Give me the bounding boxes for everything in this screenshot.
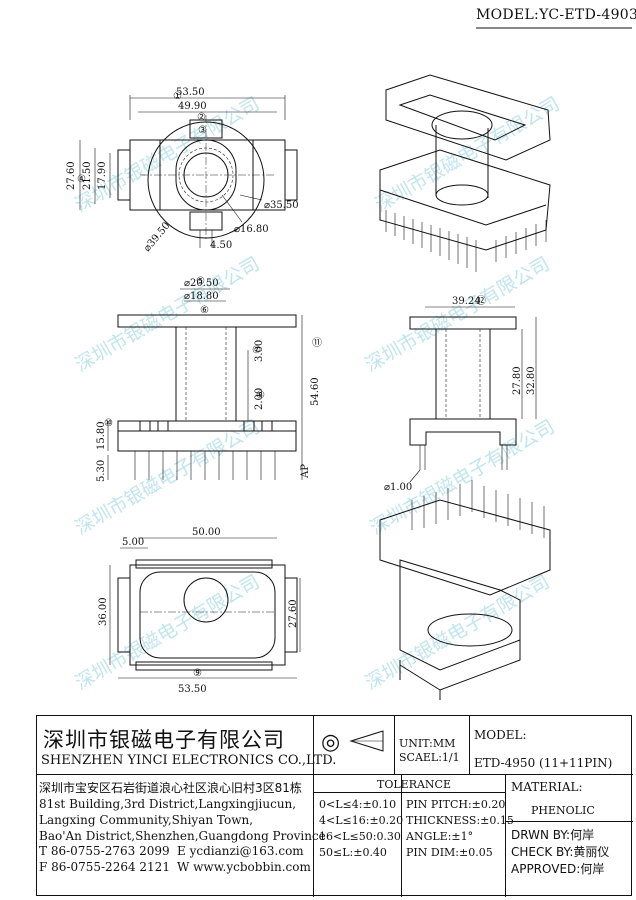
dim-side-width: 39.24 <box>452 296 481 307</box>
tolerance-right-4: PIN DIM:±0.05 <box>406 846 493 859</box>
dim-bottom-height: 36.00 <box>98 597 109 626</box>
dim-bottom-inner-height: 27.60 <box>288 599 299 628</box>
tolerance-left-1: 0<L≤4:±0.10 <box>319 798 397 811</box>
approved-by: APPROVED:何岸 <box>511 862 605 876</box>
watermark-text: 深圳市银磁电子有限公司 <box>362 571 554 695</box>
dim-pin-dia: ⌀1.00 <box>384 482 412 493</box>
model-number-label: MODEL:YC-ETD-4903 <box>476 7 636 23</box>
svg-text:⑤: ⑤ <box>196 276 205 287</box>
svg-text:④: ④ <box>77 174 86 185</box>
dim-wall-thickness: 3.00 <box>254 340 265 362</box>
watermark-text: 深圳市银磁电子有限公司 <box>72 93 264 217</box>
dim-bore-dia: ⌀16.80 <box>234 224 269 235</box>
address-en-line1: 81st Building,3rd District,Langxingjiucu… <box>39 797 297 811</box>
dim-ap-label: AP <box>300 464 311 479</box>
watermark-text: 深圳市银磁电子有限公司 <box>72 571 264 695</box>
svg-text:⑦: ⑦ <box>252 345 261 356</box>
dim-pin-length: 5.30 <box>96 460 107 482</box>
dim-top-height-mid: 21.50 <box>82 161 93 190</box>
company-name-en: SHENZHEN YINCI ELECTRONICS CO.,LTD. <box>41 753 337 768</box>
scale-label: SCAEL:1/1 <box>399 751 460 764</box>
watermark-text: 深圳市银磁电子有限公司 <box>362 253 554 377</box>
watermark-text: 深圳市银磁电子有限公司 <box>367 416 559 540</box>
dim-bottom-overall-width: 53.50 <box>178 684 207 695</box>
dim-side-inner-height: 27.80 <box>512 366 523 395</box>
dim-base-height: 15.80 <box>96 421 107 450</box>
checked-by: CHECK BY:黄丽仪 <box>511 845 610 859</box>
tolerance-right-1: PIN PITCH:±0.20 <box>406 798 506 811</box>
technical-drawing: 深圳市银磁电子有限公司 深圳市银磁电子有限公司 深圳市银磁电子有限公司 深圳市银… <box>66 27 632 700</box>
tolerance-left-2: 4<L≤16:±0.20 <box>319 814 404 827</box>
svg-text:⑥: ⑥ <box>200 305 209 316</box>
title-block: 深圳市银磁电子有限公司 SHENZHEN YINCI ELECTRONICS C… <box>36 715 633 897</box>
svg-text:⑨: ⑨ <box>193 668 202 679</box>
dim-tube-outer: ⌀18.80 <box>184 291 219 302</box>
dim-side-outer-height: 32.80 <box>526 366 537 395</box>
dim-slot-depth: 2.00 <box>254 388 265 410</box>
tolerance-left-3: 16<L≤50:0.30 <box>319 830 401 843</box>
svg-text:③: ③ <box>198 125 207 136</box>
svg-text:⑧: ⑧ <box>256 390 265 401</box>
drawn-by: DRWN BY:何岸 <box>511 828 595 842</box>
dim-total-height: 54.60 <box>310 377 321 406</box>
front-view: ⌀20.50 ⌀18.80 3.00 2.00 54.60 15.80 5.30 <box>96 278 321 482</box>
top-view: 53.50 49.90 27.60 21.50 17.90 ⌀35.50 ⌀16… <box>66 87 299 254</box>
dim-outer-dia: ⌀39.50 <box>142 220 173 254</box>
projection-symbol-icon: ◎ <box>321 730 341 755</box>
svg-text:①: ① <box>173 91 182 102</box>
projection-cone-icon <box>347 728 387 758</box>
company-name-cn: 深圳市银磁电子有限公司 <box>43 728 285 752</box>
address-en-line2: Langxing Community,Shiyan Town, <box>39 813 254 827</box>
isometric-top-view <box>379 74 551 272</box>
address-en-line3: Bao'An District,Shenzhen,Guangdong Provi… <box>39 829 326 843</box>
material-label: MATERIAL: <box>511 780 583 794</box>
svg-text:⑪: ⑪ <box>312 337 322 349</box>
model-box-label: MODEL: <box>474 728 527 742</box>
tolerance-right-2: THICKNESS:±0.15 <box>406 814 514 827</box>
address-cn: 深圳市宝安区石岩街道浪心社区浪心旧村3区81栋 <box>39 781 302 795</box>
center-tube <box>175 326 237 422</box>
fax: F 86-0755-2264 2121 <box>39 860 170 874</box>
model-box-value: ETD-4950 (11+11PIN) <box>474 756 613 770</box>
dim-flange-top: ⌀20.50 <box>184 278 219 289</box>
svg-text:②: ② <box>197 112 206 123</box>
dim-top-height-inner: 17.90 <box>97 161 108 190</box>
tolerance-right-3: ANGLE:±1° <box>406 830 474 843</box>
svg-text:⑫: ⑫ <box>476 295 486 307</box>
side-view: 39.24 27.80 32.80 ⌀1.00 <box>384 296 537 493</box>
base-body <box>117 430 297 452</box>
tolerance-left-4: 50≤L:±0.40 <box>319 846 387 859</box>
tolerance-title: TOLERANCE <box>377 778 451 791</box>
dim-top-height-outer: 27.60 <box>66 161 77 190</box>
dim-top-width: 53.50 <box>176 87 205 98</box>
website: W www.ycbobbin.com <box>177 860 311 874</box>
dim-edge-offset: 5.00 <box>122 537 144 548</box>
email: E ycdianzi@163.com <box>177 844 304 858</box>
dim-flange-dia: ⌀35.50 <box>264 200 299 211</box>
svg-text:⑩: ⑩ <box>104 418 113 429</box>
isometric-bottom-view <box>379 480 551 700</box>
dim-bottom-width: 50.00 <box>192 527 221 538</box>
dim-slot-width: 4.50 <box>210 240 232 251</box>
material-value: PHENOLIC <box>531 804 595 817</box>
unit-label: UNIT:MM <box>399 737 456 750</box>
telephone: T 86-0755-2763 2099 <box>39 844 170 858</box>
dim-top-inner-width: 49.90 <box>178 101 207 112</box>
bottom-view: 50.00 5.00 36.00 27.60 53.50 <box>98 527 301 695</box>
balloons: ① ② ③ ④ ⑤ ⑥ ⑦ ⑧ ⑨ ⑩ ⑪ ⑫ <box>77 91 486 679</box>
